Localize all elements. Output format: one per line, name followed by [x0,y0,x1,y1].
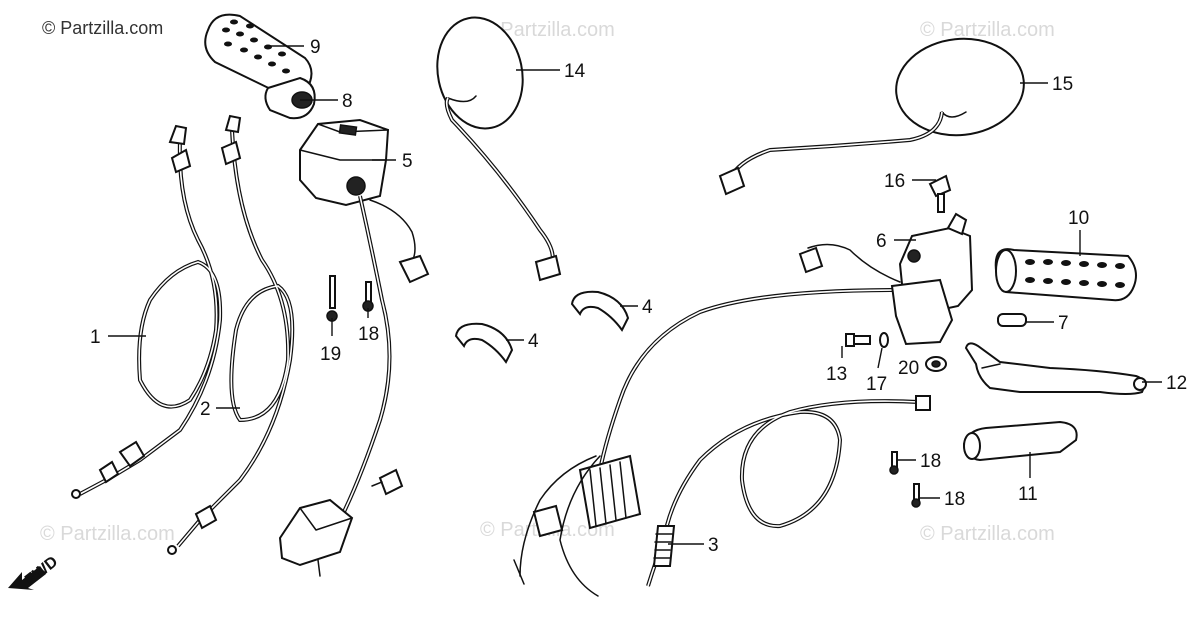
watermark-bottom-left: © Partzilla.com [40,523,175,545]
leader-lines [108,45,1162,545]
screw-18-upper-right [889,451,899,475]
switch-housing-5 [299,118,390,207]
callout-14: 14 [564,61,586,82]
cable-2 [167,114,295,555]
callout-9: 9 [310,37,321,58]
fwd-label: FWD [22,553,61,589]
clamp-4-left [454,322,514,364]
screw-13 [845,333,871,347]
mirror-14 [436,16,562,282]
callout-1: 1 [90,327,101,348]
switch-housing-6 [890,212,974,346]
cable-1 [71,124,223,499]
bolt-16 [928,174,952,213]
copyright-text: © Partzilla.com [42,18,163,38]
callout-17: 17 [866,374,887,395]
callout-18-upper-right: 18 [920,451,941,472]
watermark-top-right: © Partzilla.com [920,19,1055,41]
switch-wire-harness [278,195,430,577]
fwd-arrow-indicator: FWD [8,553,61,590]
cable-3 [646,395,931,587]
left-switch-harness [513,243,901,597]
callout-13: 13 [826,364,847,385]
callout-10: 10 [1068,208,1089,229]
callout-11: 11 [1018,484,1038,505]
callout-12: 12 [1166,373,1187,394]
callout-4-right: 4 [642,297,653,318]
screw-19 [326,275,338,322]
clutch-lever-12 [964,342,1147,395]
callout-5: 5 [402,151,413,172]
callout-15: 15 [1052,74,1073,95]
callout-6: 6 [876,231,887,252]
callout-7: 7 [1058,313,1069,334]
grip-10 [994,248,1137,302]
watermark-top-center: © Partzilla.com [480,19,615,41]
callouts: 9 8 5 14 15 1 2 19 18 4 4 16 6 10 7 13 1… [90,37,1187,556]
screw-18-left [362,281,374,312]
screw-18-lower-right [911,483,921,508]
lever-cover-11 [962,420,1078,462]
callout-3: 3 [708,535,719,556]
throttle-grip-9 [204,13,313,98]
callout-20: 20 [898,358,919,379]
washer-17 [879,332,889,348]
nut-20 [925,356,947,372]
callout-8: 8 [342,91,353,112]
watermark-bottom-right: © Partzilla.com [920,523,1055,545]
callout-2: 2 [200,399,211,420]
callout-19: 19 [320,344,341,365]
callout-18-left: 18 [358,324,379,345]
callout-16: 16 [884,171,905,192]
callout-4-left: 4 [528,331,539,352]
mirror-15 [718,37,1025,196]
pivot-pin-7 [997,313,1027,327]
clamp-4-right [570,290,630,332]
callout-18-lower-right: 18 [944,489,965,510]
